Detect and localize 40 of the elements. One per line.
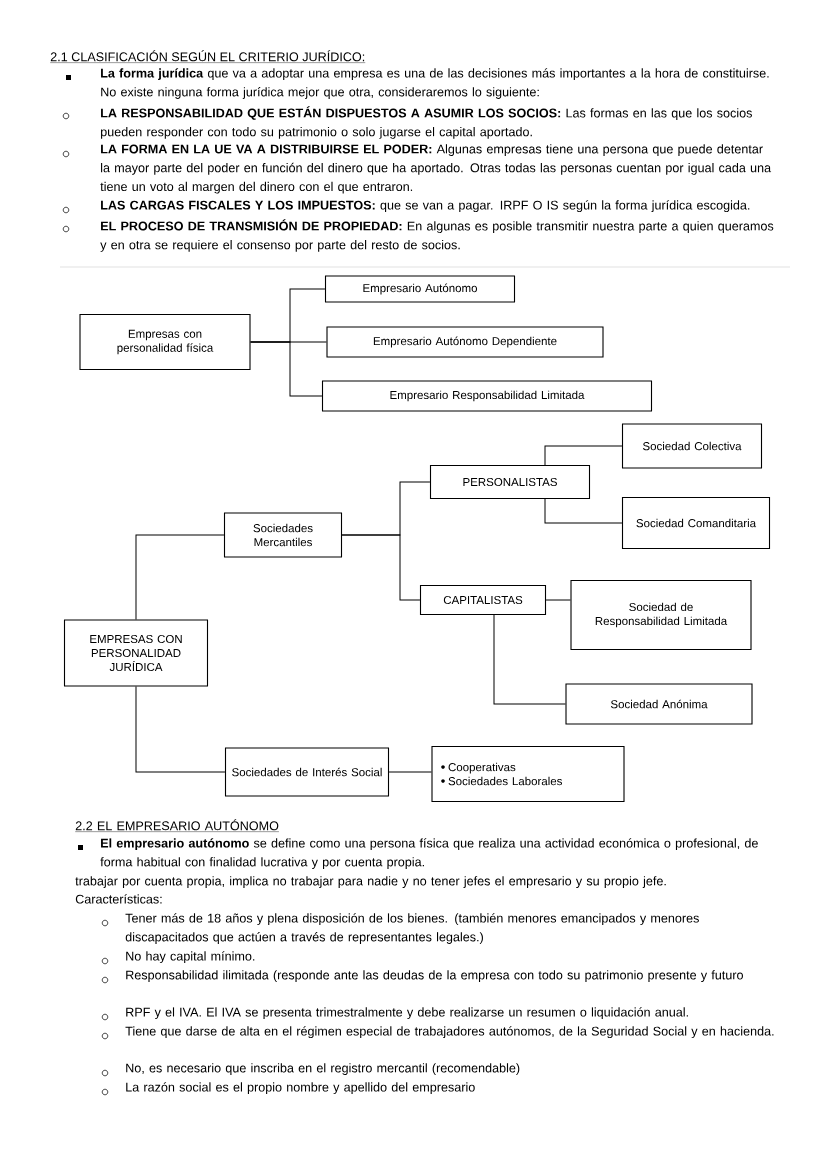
paragraph: El empresario autónomo se define como una persona física que realiza una actividad económica o profesional, de forma habitual con finalidad lucrativa y por cuenta propia. (100, 838, 758, 869)
connector-line (135, 686, 226, 773)
paragraph: LAS CARGAS FISCALES Y LOS IMPUESTOS: que se van a pagar. IRPF O IS según la forma jurídica escogida. (101, 200, 750, 213)
paragraph: LA FORMA EN LA UE VA A DISTRIBUIRSE EL PODER: Algunas empresas tiene una persona que puede detentar la mayor parte del poder en función del dinero que ha aportado. Otras todas las personas cuentan por igual cada una tiene un voto al margen del dinero con el que entraron. (100, 144, 772, 194)
section-heading: 2.1 CLASIFICACIÓN SEGÚN EL CRITERIO JURÍDICO: (50, 50, 366, 63)
connector-line (250, 341, 323, 397)
paragraph: La forma jurídica que va a adoptar una empresa es una de las decisiones más importantes a la hora de constituirse. No existe ninguna forma jurídica mejor que otra, consideraremos lo siguiente: (101, 68, 769, 99)
connector-line (545, 599, 571, 601)
paragraph: LA RESPONSABILIDAD QUE ESTÁN DISPUESTOS A ASUMIR LOS SOCIOS: Las formas en las que los socios pueden responder con todo su patrimonio o solo jugarse el capital aportado. (101, 106, 752, 139)
paragraph: RPF y el IVA. El IVA se presenta trimestralmente y debe realizarse un resumen o liquidación anual. (126, 1007, 688, 1020)
diagram-box: Empresas con personalidad física (79, 313, 251, 371)
paragraph: No hay capital mínimo. (126, 951, 255, 964)
diagram-box: CAPITALISTAS (419, 584, 547, 616)
paragraph: Tiene que darse de alta en el régimen especial de trabajadores autónomos, de la Seguridad Social y en hacienda. (125, 1026, 774, 1039)
connector-line (493, 614, 566, 705)
diagram-box: Sociedades de Interés Social (224, 747, 390, 797)
diagram-box: Sociedades Mercantiles (223, 512, 343, 558)
paragraph: 2.2 EL EMPRESARIO AUTÓNOMO (75, 819, 280, 832)
connector-line (341, 534, 421, 601)
diagram-box: Empresario Responsabilidad Limitada (321, 380, 653, 412)
paragraph: Tener más de 18 años y plena disposición de los bienes. (también menores emancipados y menores discapacitados que actúen a través de representantes legales.) (125, 913, 699, 944)
diagram-box: Cooperativas Sociedades Laborales (431, 745, 625, 803)
connector-line (388, 771, 432, 773)
paragraph: Responsabilidad ilimitada (responde ante las deudas de la empresa con todo su patrimonio presente y futuro (126, 970, 743, 982)
diagram-box: Sociedad Colectiva (621, 423, 763, 469)
diagram-box: Empresario Autónomo Dependiente (326, 326, 604, 358)
paragraph: trabajar por cuenta propia, implica no trabajar para nadie y no tener jefes el empresario y su propio jefe. (75, 876, 666, 888)
connector-line (544, 498, 623, 524)
diagram-box: Sociedad Comanditaria (621, 496, 771, 550)
diagram-box: PERSONALISTAS (429, 464, 591, 500)
diagram-box: Sociedad de Responsabilidad Limitada (570, 579, 752, 651)
connector-line (544, 445, 623, 466)
paragraph: Características: (75, 894, 162, 904)
diagram-box: EMPRESAS CON PERSONALIDAD JURÍDICA (63, 619, 209, 687)
paragraph: No, es necesario que inscriba en el registro mercantil (recomendable) (126, 1063, 520, 1075)
diagram-box: Empresario Autónomo (324, 275, 516, 303)
diagram-box: Sociedad Anónima (565, 683, 753, 725)
connector-line (135, 534, 225, 620)
paragraph: EL PROCESO DE TRANSMISIÓN DE PROPIEDAD: En algunas es posible transmitir nuestra parte a quien queramos y en otra se requiere el consenso por parte del resto de socios. (100, 219, 774, 252)
paragraph: La razón social es el propio nombre y apellido del empresario (126, 1082, 475, 1095)
